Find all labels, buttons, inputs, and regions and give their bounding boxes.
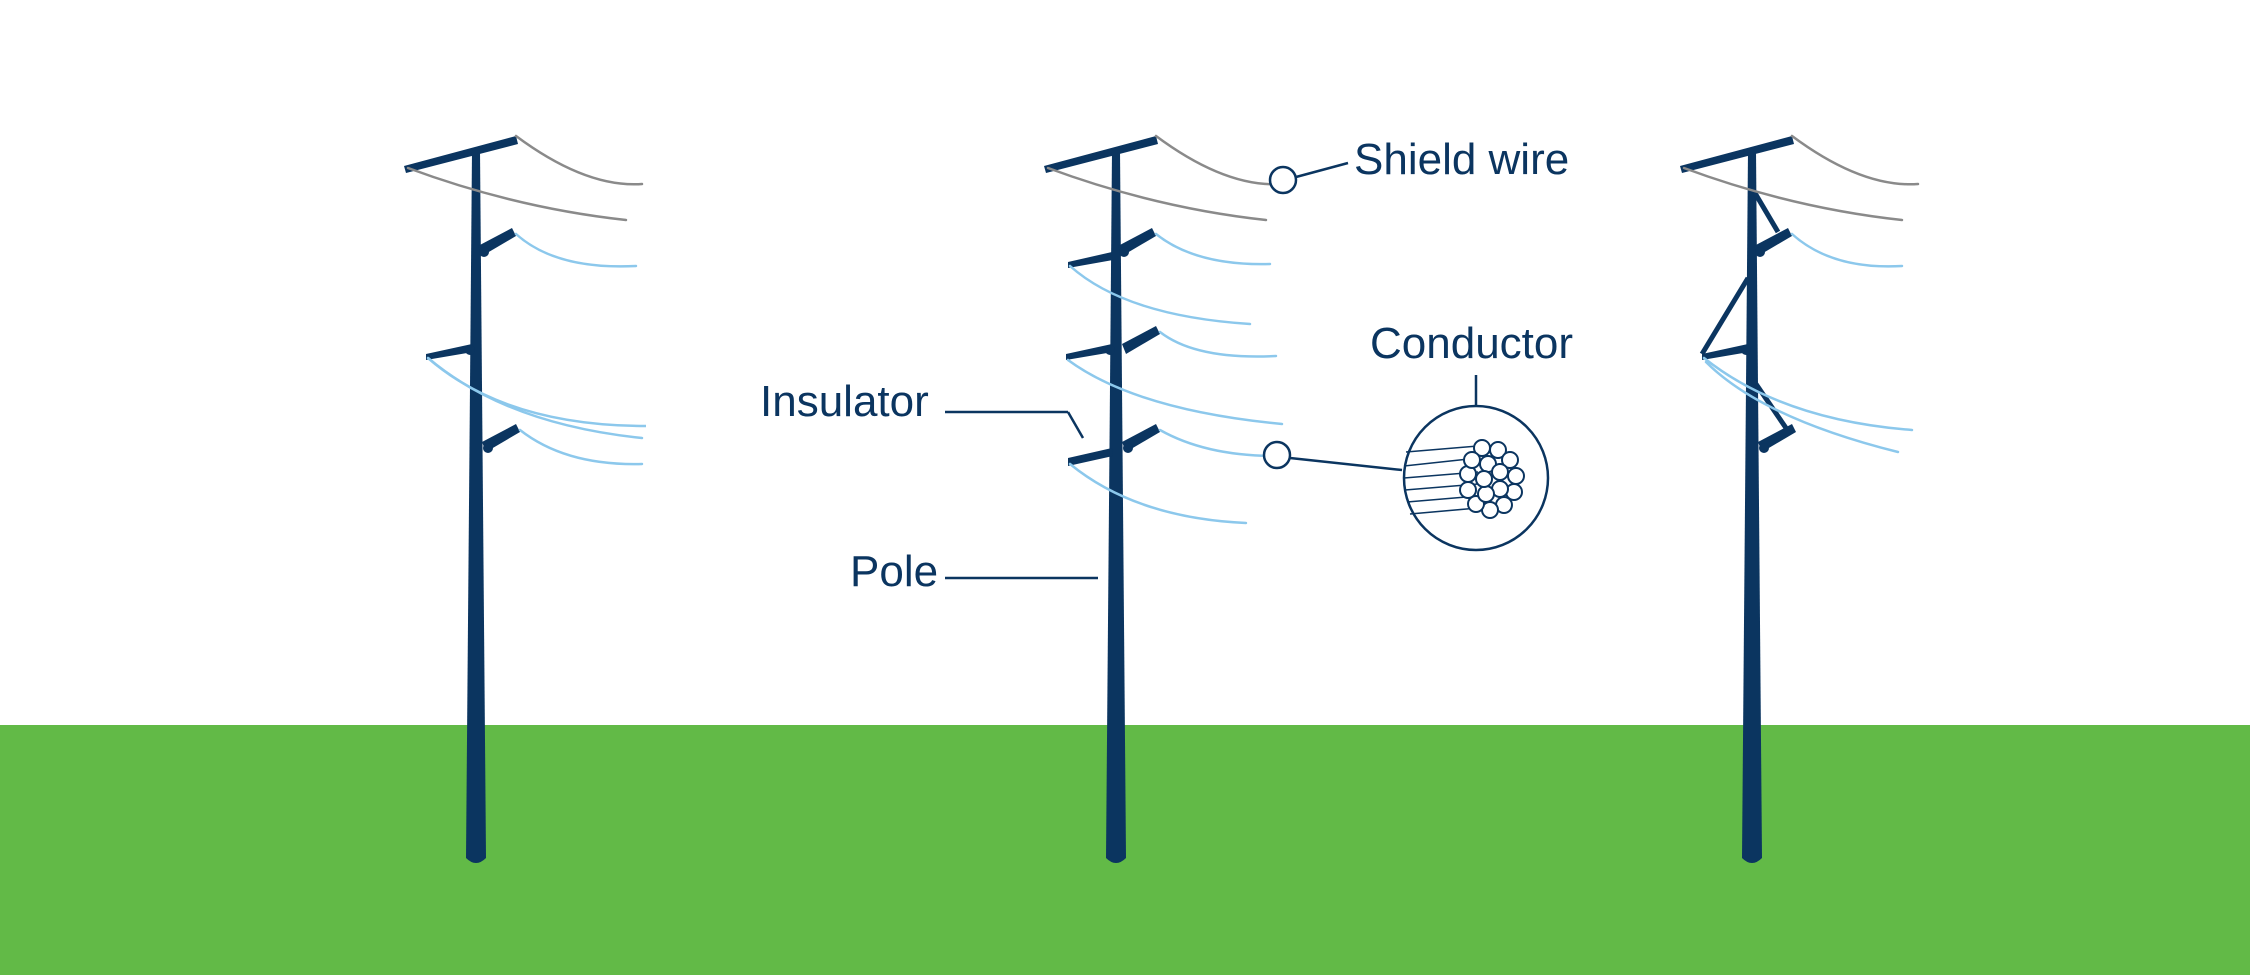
insulator-label: Insulator <box>760 377 929 426</box>
pole-left <box>404 134 647 863</box>
insulator-callout <box>945 410 1085 439</box>
conductor-label: Conductor <box>1370 319 1574 368</box>
pole-label: Pole <box>850 547 939 596</box>
shield-wire-label: Shield wire <box>1354 135 1570 184</box>
conductor-callout <box>1262 375 1550 552</box>
pole-right <box>1680 134 1920 863</box>
shield-wire-callout <box>1268 161 1349 195</box>
pole-center <box>1044 134 1284 863</box>
